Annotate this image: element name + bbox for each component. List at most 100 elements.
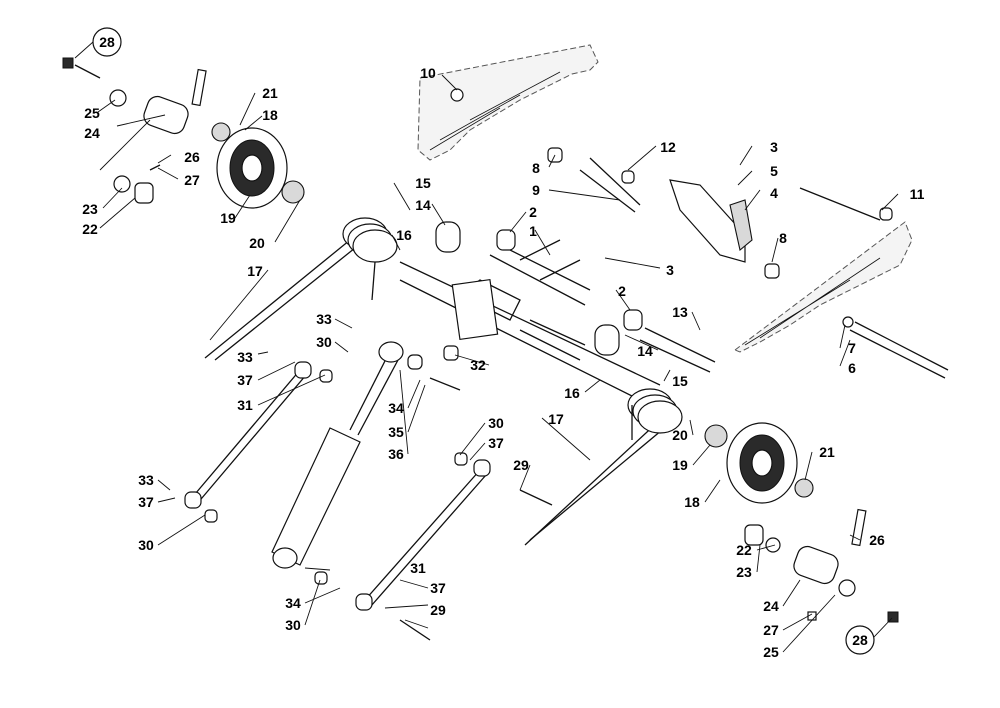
callout-27a: 27: [184, 172, 200, 188]
callout-34b: 34: [285, 595, 301, 611]
callout-30c-label: 30: [138, 537, 154, 553]
callout-32: 32: [470, 357, 486, 373]
callout-15a-label: 15: [415, 175, 431, 191]
callout-13: 13: [672, 304, 688, 320]
callout-2a: 2: [529, 204, 537, 220]
callout-8b: 8: [779, 230, 787, 246]
callout-8a: 8: [532, 160, 540, 176]
tie-rods: [184, 361, 553, 641]
callout-37a-label: 37: [237, 372, 253, 388]
torsion-spring-left: [204, 217, 398, 361]
callout-8a-label: 8: [532, 160, 540, 176]
callout-25b-label: 25: [763, 644, 779, 660]
callout-28a: 28: [92, 27, 122, 57]
callout-24b-label: 24: [763, 598, 779, 614]
callout-14a: 14: [415, 197, 431, 213]
callout-25b: 25: [763, 644, 779, 660]
idler-wheel-left: [211, 122, 305, 209]
callout-15b-label: 15: [672, 373, 688, 389]
callout-15b: 15: [672, 373, 688, 389]
callout-35-label: 35: [388, 424, 404, 440]
callout-37c-label: 37: [138, 494, 154, 510]
callout-28b: 28: [845, 625, 875, 655]
bushings: [435, 88, 893, 361]
callout-14b-label: 14: [637, 343, 653, 359]
callout-9-label: 9: [532, 182, 540, 198]
callout-33a: 33: [316, 311, 332, 327]
callout-17b: 17: [548, 411, 564, 427]
callout-11-label: 11: [910, 186, 925, 202]
callout-26a: 26: [184, 149, 200, 165]
callout-22b-label: 22: [736, 542, 752, 558]
callout-31a-label: 31: [237, 397, 253, 413]
callout-30a-label: 30: [316, 334, 332, 350]
callout-17a: 17: [247, 263, 263, 279]
callout-17a-label: 17: [247, 263, 263, 279]
callout-15a: 15: [415, 175, 431, 191]
callout-20b-label: 20: [672, 427, 688, 443]
callout-33a-label: 33: [316, 311, 332, 327]
hardware-upper-left: [62, 57, 207, 204]
callout-37a: 37: [237, 372, 253, 388]
callout-16a-label: 16: [396, 227, 412, 243]
callout-20a: 20: [249, 235, 265, 251]
callout-12-label: 12: [660, 139, 676, 155]
callout-24a: 24: [84, 125, 100, 141]
callout-4-label: 4: [770, 185, 778, 201]
callout-5-label: 5: [770, 163, 778, 179]
callout-35: 35: [388, 424, 404, 440]
callout-17b-label: 17: [548, 411, 564, 427]
callout-21b-label: 21: [819, 444, 835, 460]
callout-29a-label: 29: [513, 457, 529, 473]
callout-34a: 34: [388, 400, 404, 416]
callout-31b: 31: [410, 560, 426, 576]
callout-31a: 31: [237, 397, 253, 413]
callout-33c: 33: [138, 472, 154, 488]
callout-18a-label: 18: [262, 107, 278, 123]
callout-16b-label: 16: [564, 385, 580, 401]
callout-16b: 16: [564, 385, 580, 401]
callout-8b-label: 8: [779, 230, 787, 246]
callout-2a-label: 2: [529, 204, 537, 220]
callout-30a: 30: [316, 334, 332, 350]
callout-6: 6: [848, 360, 856, 376]
callout-7-label: 7: [848, 340, 856, 356]
callout-27a-label: 27: [184, 172, 200, 188]
callout-26b: 26: [869, 532, 885, 548]
callout-31b-label: 31: [410, 560, 426, 576]
callout-2b-label: 2: [618, 283, 626, 299]
callout-27b: 27: [763, 622, 779, 638]
callout-30b: 30: [488, 415, 504, 431]
callout-26b-label: 26: [869, 532, 885, 548]
callout-30b-label: 30: [488, 415, 504, 431]
callout-36-label: 36: [388, 446, 404, 462]
callout-3b-label: 3: [666, 262, 674, 278]
callout-18a: 18: [262, 107, 278, 123]
callout-13-label: 13: [672, 304, 688, 320]
callout-2b: 2: [618, 283, 626, 299]
upper-bracket: [669, 179, 753, 263]
callout-32-label: 32: [470, 357, 486, 373]
callout-30c: 30: [138, 537, 154, 553]
callout-29b-label: 29: [430, 602, 446, 618]
callout-23b: 23: [736, 564, 752, 580]
callout-21b: 21: [819, 444, 835, 460]
callout-7: 7: [848, 340, 856, 356]
lower-slide-rail: [733, 221, 913, 353]
callout-20a-label: 20: [249, 235, 265, 251]
callout-22a-label: 22: [82, 221, 98, 237]
callout-21a-label: 21: [262, 85, 278, 101]
callout-27b-label: 27: [763, 622, 779, 638]
pivot-arm-assembly: [399, 239, 661, 401]
callout-22a: 22: [82, 221, 98, 237]
leader-lines: [74, 41, 899, 653]
callout-4: 4: [770, 185, 778, 201]
callout-14a-label: 14: [415, 197, 431, 213]
callout-24a-label: 24: [84, 125, 100, 141]
callout-37b: 37: [488, 435, 504, 451]
callout-19b-label: 19: [672, 457, 688, 473]
callout-24b: 24: [763, 598, 779, 614]
callout-25a: 25: [84, 105, 100, 121]
cross-shafts: [74, 64, 949, 379]
callout-33c-label: 33: [138, 472, 154, 488]
